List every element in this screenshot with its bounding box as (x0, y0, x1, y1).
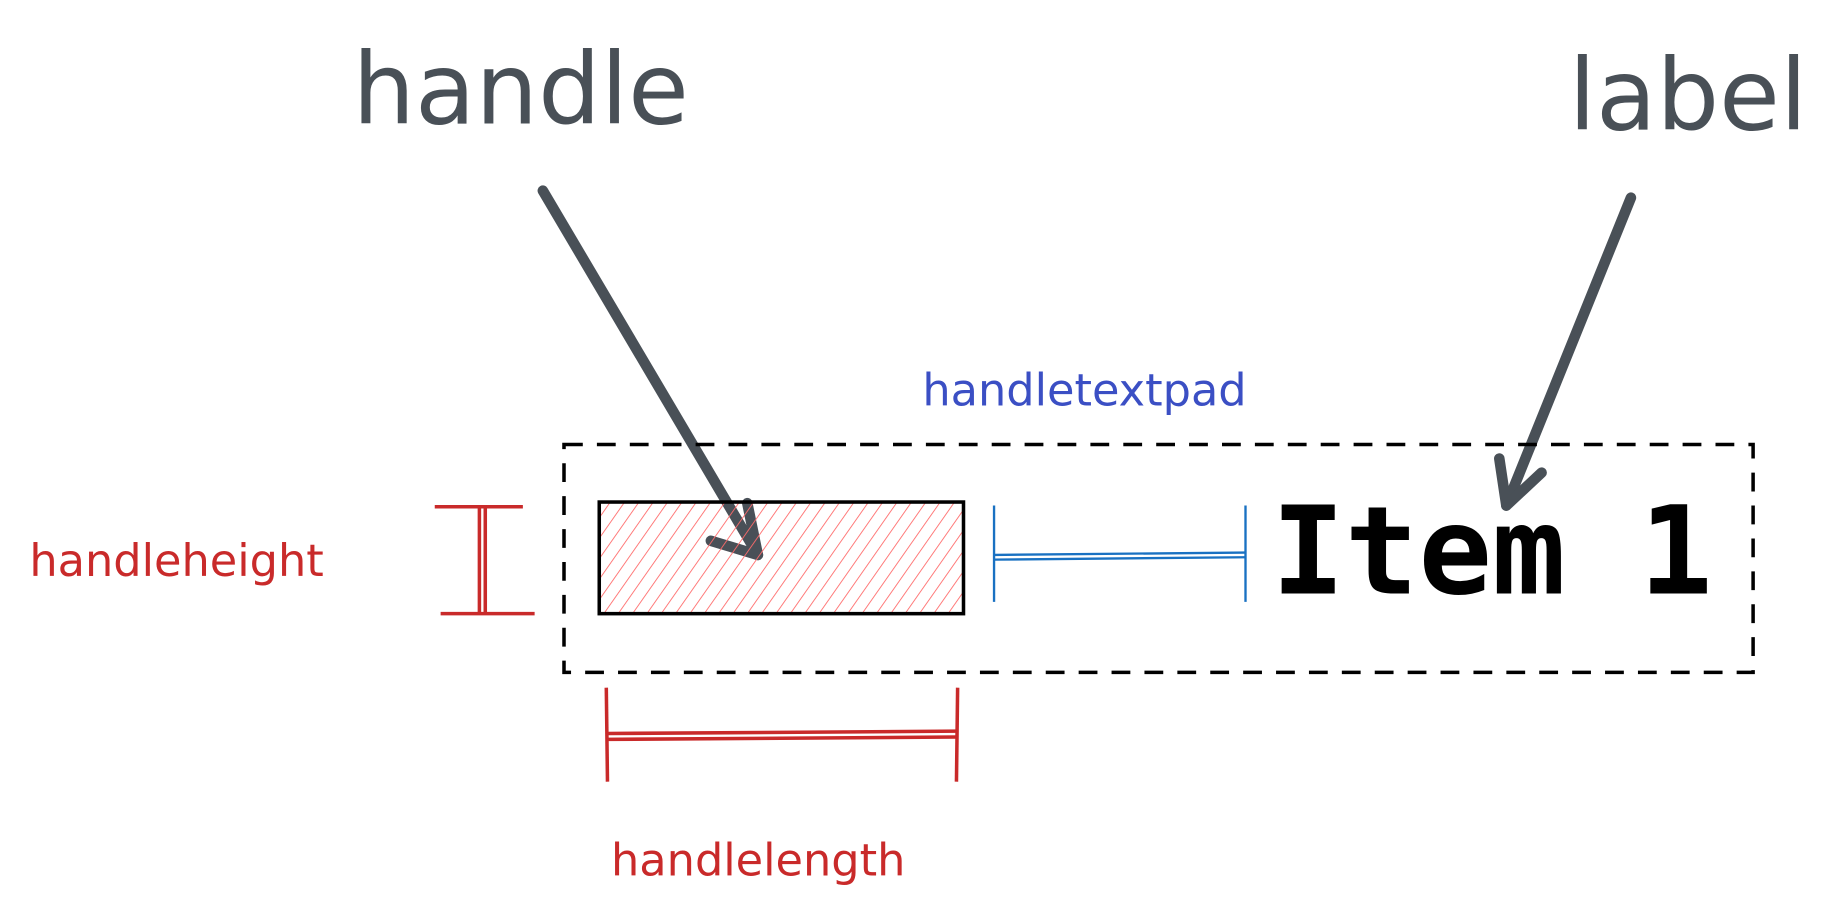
legend-handle-patch (597, 500, 966, 616)
legend-item-label: Item 1 (1271, 481, 1712, 623)
legend-box (562, 442, 1755, 675)
handlelength-measure (604, 687, 960, 782)
handletextpad-label: handletextpad (922, 365, 1246, 417)
label-title: label (1569, 39, 1808, 154)
label-arrow-icon (1494, 192, 1637, 511)
handletextpad-measure (992, 505, 1247, 602)
handleheight-label: handleheight (29, 535, 323, 587)
handlelength-label: handlelength (611, 835, 905, 887)
handle-title: handle (353, 33, 689, 148)
handleheight-measure (434, 504, 535, 616)
